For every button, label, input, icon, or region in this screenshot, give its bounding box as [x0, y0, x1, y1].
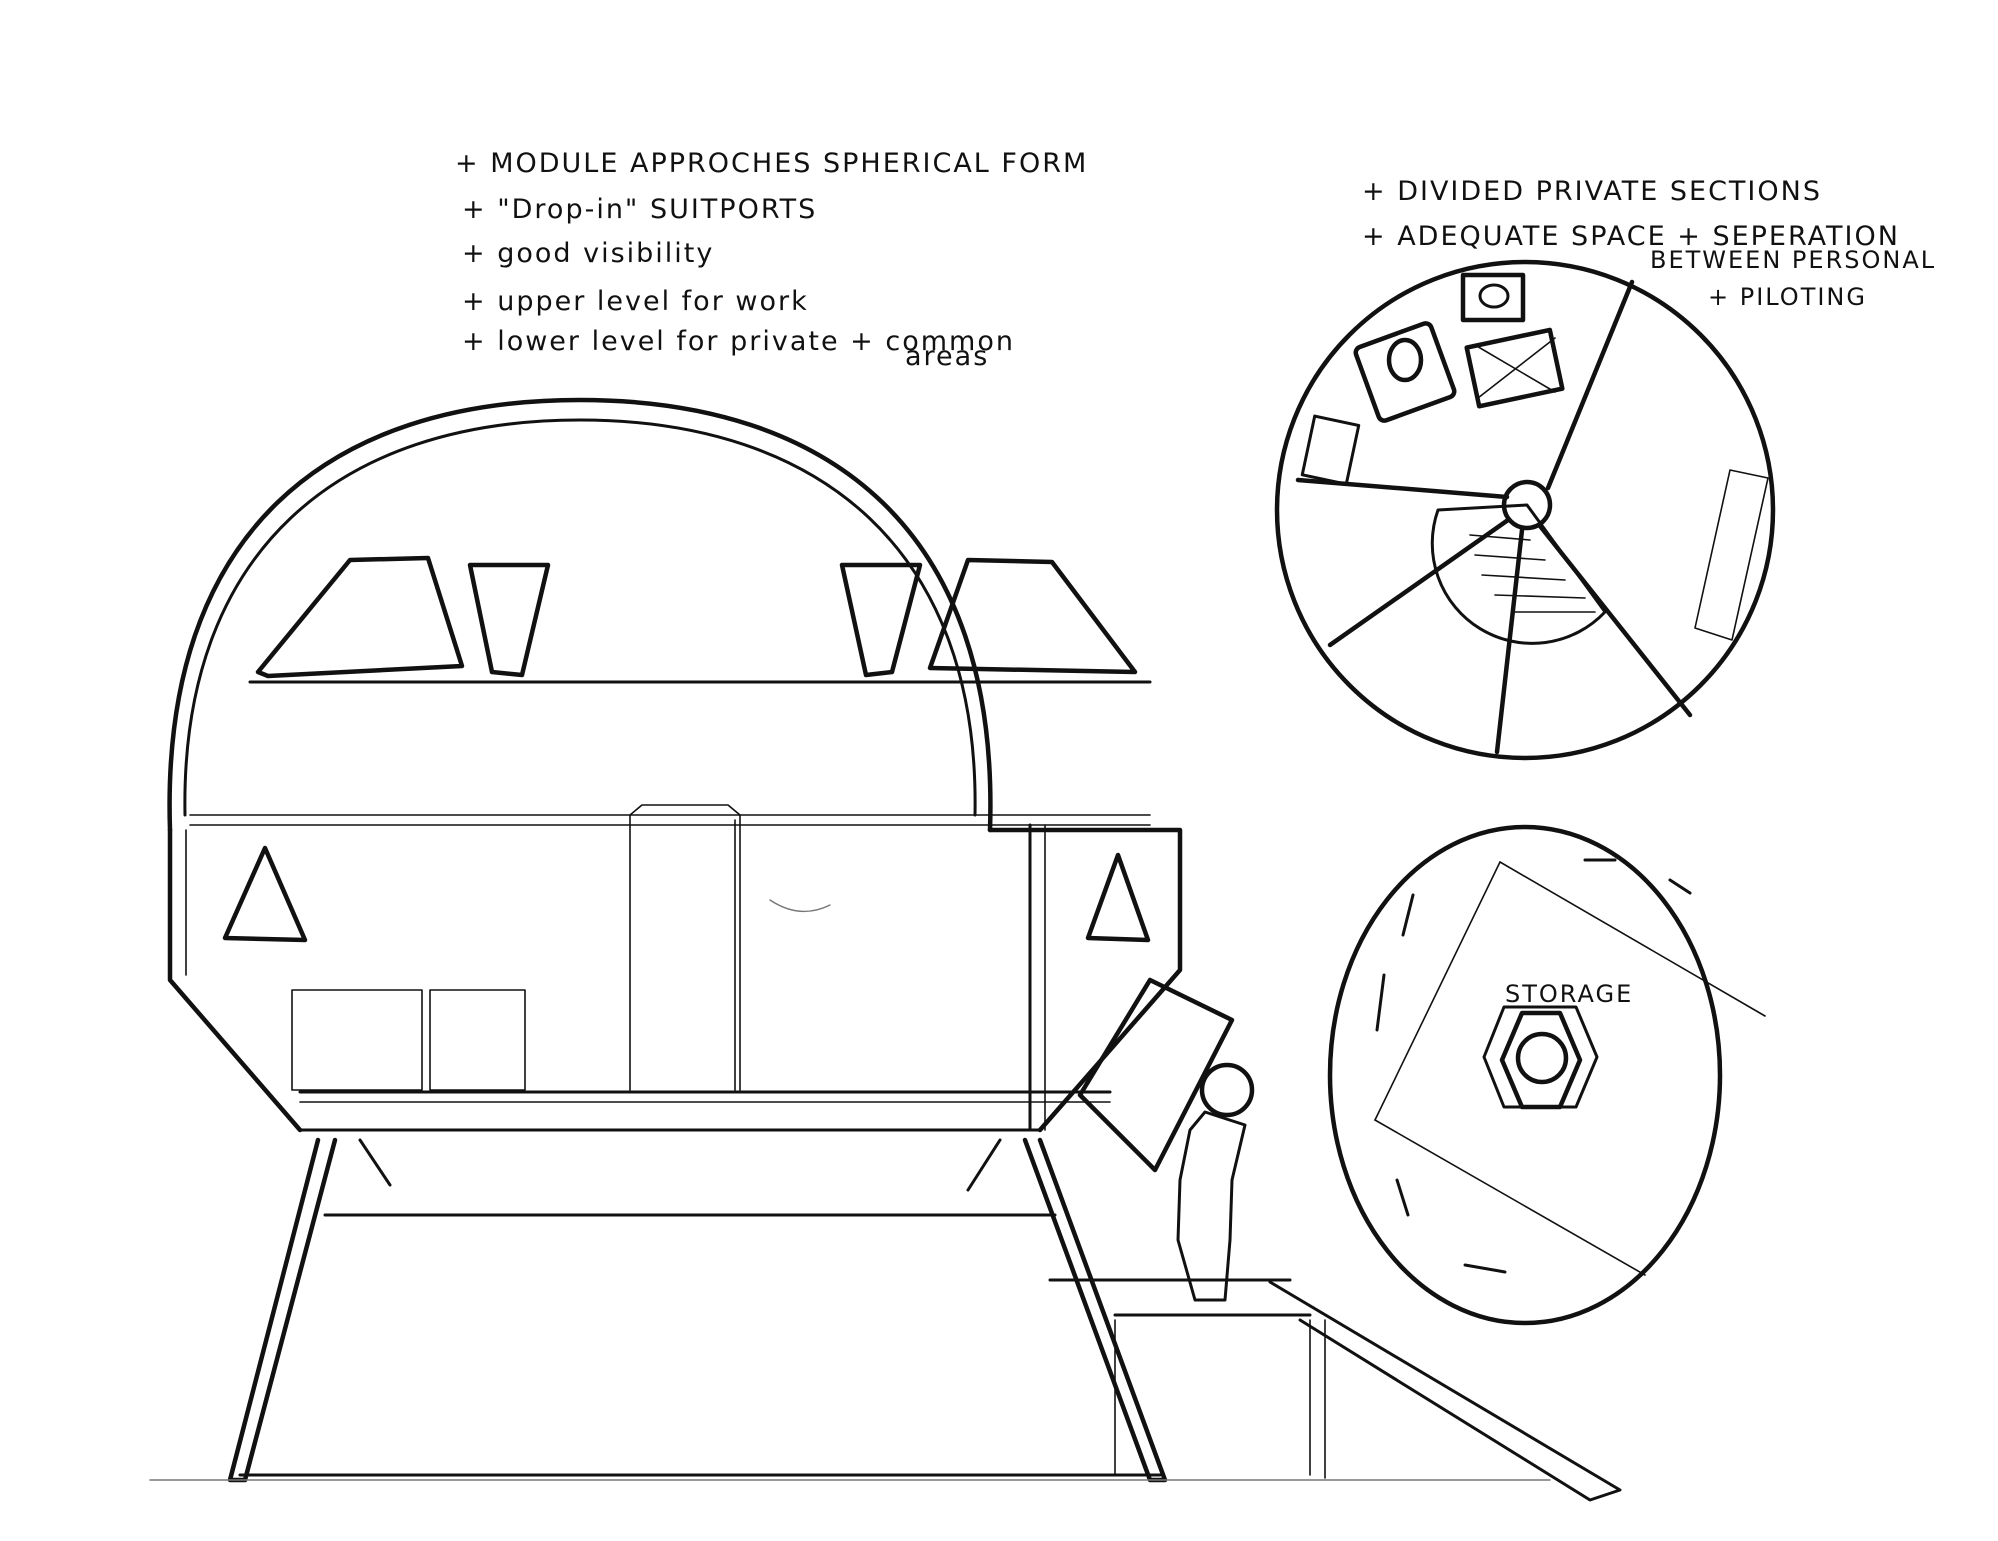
- lower-window-right: [1085, 852, 1151, 943]
- storage-hexagon: [1499, 1010, 1583, 1110]
- note-lower-level: + lower level for private + common: [462, 326, 1015, 357]
- equipment-unit-round: [1353, 321, 1457, 423]
- locker-right: [429, 989, 526, 1091]
- plan-circle-lower: [1327, 824, 1723, 1326]
- ramp-rail: [1268, 1280, 1622, 1502]
- storage-core: [1515, 1031, 1569, 1085]
- astronaut-helmet: [1199, 1062, 1255, 1118]
- module-dome-outer: [167, 397, 993, 833]
- astronaut-body: [1176, 1110, 1247, 1302]
- equipment-unit-small: [1460, 272, 1526, 323]
- note-areas: areas: [905, 341, 989, 372]
- hull-left-side: [167, 827, 303, 1133]
- note-divided-sections: + DIVIDED PRIVATE SECTIONS: [1362, 176, 1822, 207]
- notes-left: + MODULE APPROCHES SPHERICAL FORM + "Dro…: [455, 148, 1088, 372]
- note-between-personal: BETWEEN PERSONAL: [1650, 246, 1936, 274]
- locker-left: [291, 989, 423, 1091]
- leg-right: [1022, 1137, 1168, 1483]
- suitport-window-right: [839, 562, 923, 678]
- lower-window-left: [222, 845, 308, 943]
- module-legs: [149, 1137, 1551, 1483]
- note-adequate-space: + ADEQUATE SPACE + SEPERATION: [1362, 221, 1900, 252]
- suitport-window-left: [467, 562, 551, 678]
- central-column: [629, 804, 741, 1091]
- note-suitports: + "Drop-in" SUITPORTS: [462, 194, 817, 225]
- module-elevation: [167, 397, 1183, 1133]
- note-spherical-form: + MODULE APPROCHES SPHERICAL FORM: [455, 148, 1088, 179]
- note-upper-level: + upper level for work: [462, 286, 809, 317]
- hatch-panel: [1077, 977, 1235, 1173]
- upper-window-left: [255, 555, 465, 679]
- leg-left: [227, 1137, 338, 1483]
- notes-right: + DIVIDED PRIVATE SECTIONS + ADEQUATE SP…: [1362, 176, 1936, 311]
- note-visibility: + good visibility: [462, 238, 714, 269]
- equipment-unit-crossed: [1464, 327, 1565, 409]
- plan-circle-upper: [1274, 259, 1776, 761]
- bunk-small: [1300, 414, 1361, 486]
- plan-view-upper: [1274, 259, 1776, 761]
- access-ramp: [1048, 1278, 1622, 1502]
- suitport-hatch: [1077, 977, 1235, 1173]
- storage-label: STORAGE: [1505, 980, 1633, 1008]
- bunk-right: [1694, 469, 1769, 641]
- plan-view-lower: STORAGE: [1327, 824, 1766, 1326]
- hatched-zone: [1430, 503, 1607, 645]
- note-piloting: + PILOTING: [1708, 283, 1867, 311]
- module-dome-inner: [183, 418, 977, 817]
- upper-window-right: [927, 557, 1138, 675]
- astronaut-figure: [1176, 1062, 1255, 1302]
